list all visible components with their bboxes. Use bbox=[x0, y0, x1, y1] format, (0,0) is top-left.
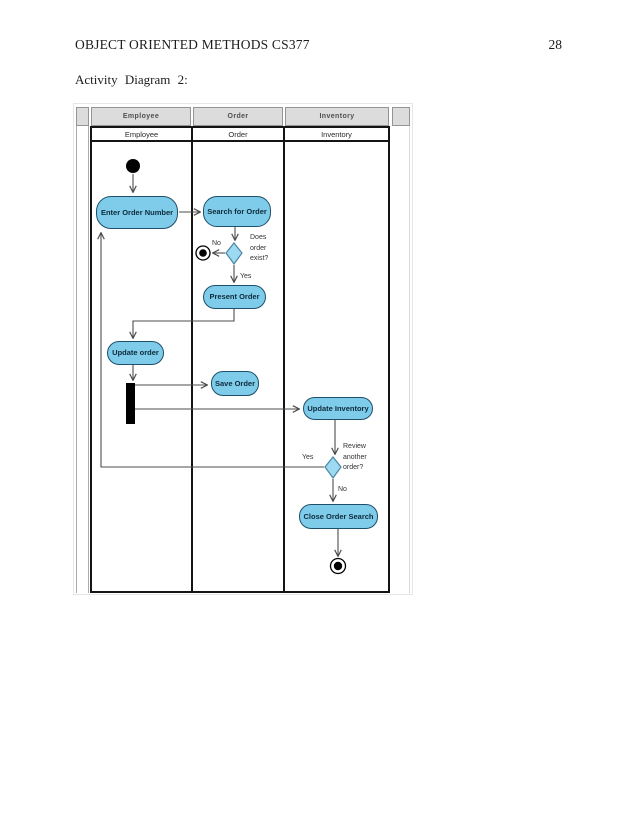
activity-present-order: Present Order bbox=[203, 285, 266, 309]
label-decision-review-another: Review another order? bbox=[343, 443, 367, 471]
activity-update-inventory: Update Inventory bbox=[303, 397, 373, 420]
activity-close-order-search: Close Order Search bbox=[299, 504, 378, 529]
lane-separator-employee-order bbox=[191, 126, 193, 593]
label-order-exists-yes: Yes bbox=[240, 273, 252, 280]
grid-corner-cell-left bbox=[76, 107, 89, 126]
activity-update-order: Update order bbox=[107, 341, 164, 365]
label-order-exists-no: No bbox=[212, 240, 221, 247]
page-number: 28 bbox=[548, 37, 563, 52]
lane-title-employee: Employee bbox=[92, 128, 191, 142]
column-header-inventory: Inventory bbox=[285, 107, 389, 126]
activity-search-for-order: Search for Order bbox=[203, 196, 271, 227]
final-node bbox=[329, 557, 347, 575]
decision-review-another-diamond bbox=[324, 456, 342, 480]
final-node-no-branch bbox=[195, 245, 211, 261]
initial-node bbox=[126, 159, 140, 173]
lane-separator-order-inventory bbox=[283, 126, 285, 593]
edge-present-to-update-order bbox=[133, 309, 235, 338]
decision-order-exists-diamond bbox=[225, 242, 243, 266]
document-header-title: OBJECT ORIENTED METHODS CS377 bbox=[75, 37, 310, 52]
activity-save-order: Save Order bbox=[211, 371, 259, 396]
label-review-yes: Yes bbox=[302, 454, 314, 461]
edge-review-yes-loopback bbox=[101, 233, 324, 468]
diagram-connector-canvas bbox=[74, 159, 347, 575]
fork-join-bar bbox=[126, 383, 135, 424]
grid-left-margin bbox=[76, 126, 89, 593]
lane-title-order: Order bbox=[193, 128, 283, 142]
label-decision-order-exists: Does order exist? bbox=[250, 234, 269, 262]
grid-right-margin bbox=[392, 126, 410, 593]
lane-title-inventory: Inventory bbox=[285, 128, 388, 142]
label-review-no: No bbox=[338, 486, 347, 493]
figure-caption: Activity Diagram 2: bbox=[75, 72, 188, 87]
column-header-employee: Employee bbox=[91, 107, 191, 126]
column-header-order: Order bbox=[193, 107, 283, 126]
activity-enter-order-number: Enter Order Number bbox=[96, 196, 178, 229]
activity-diagram: Employee Order Inventory Employee Order … bbox=[73, 103, 413, 595]
grid-corner-cell-right bbox=[392, 107, 410, 126]
